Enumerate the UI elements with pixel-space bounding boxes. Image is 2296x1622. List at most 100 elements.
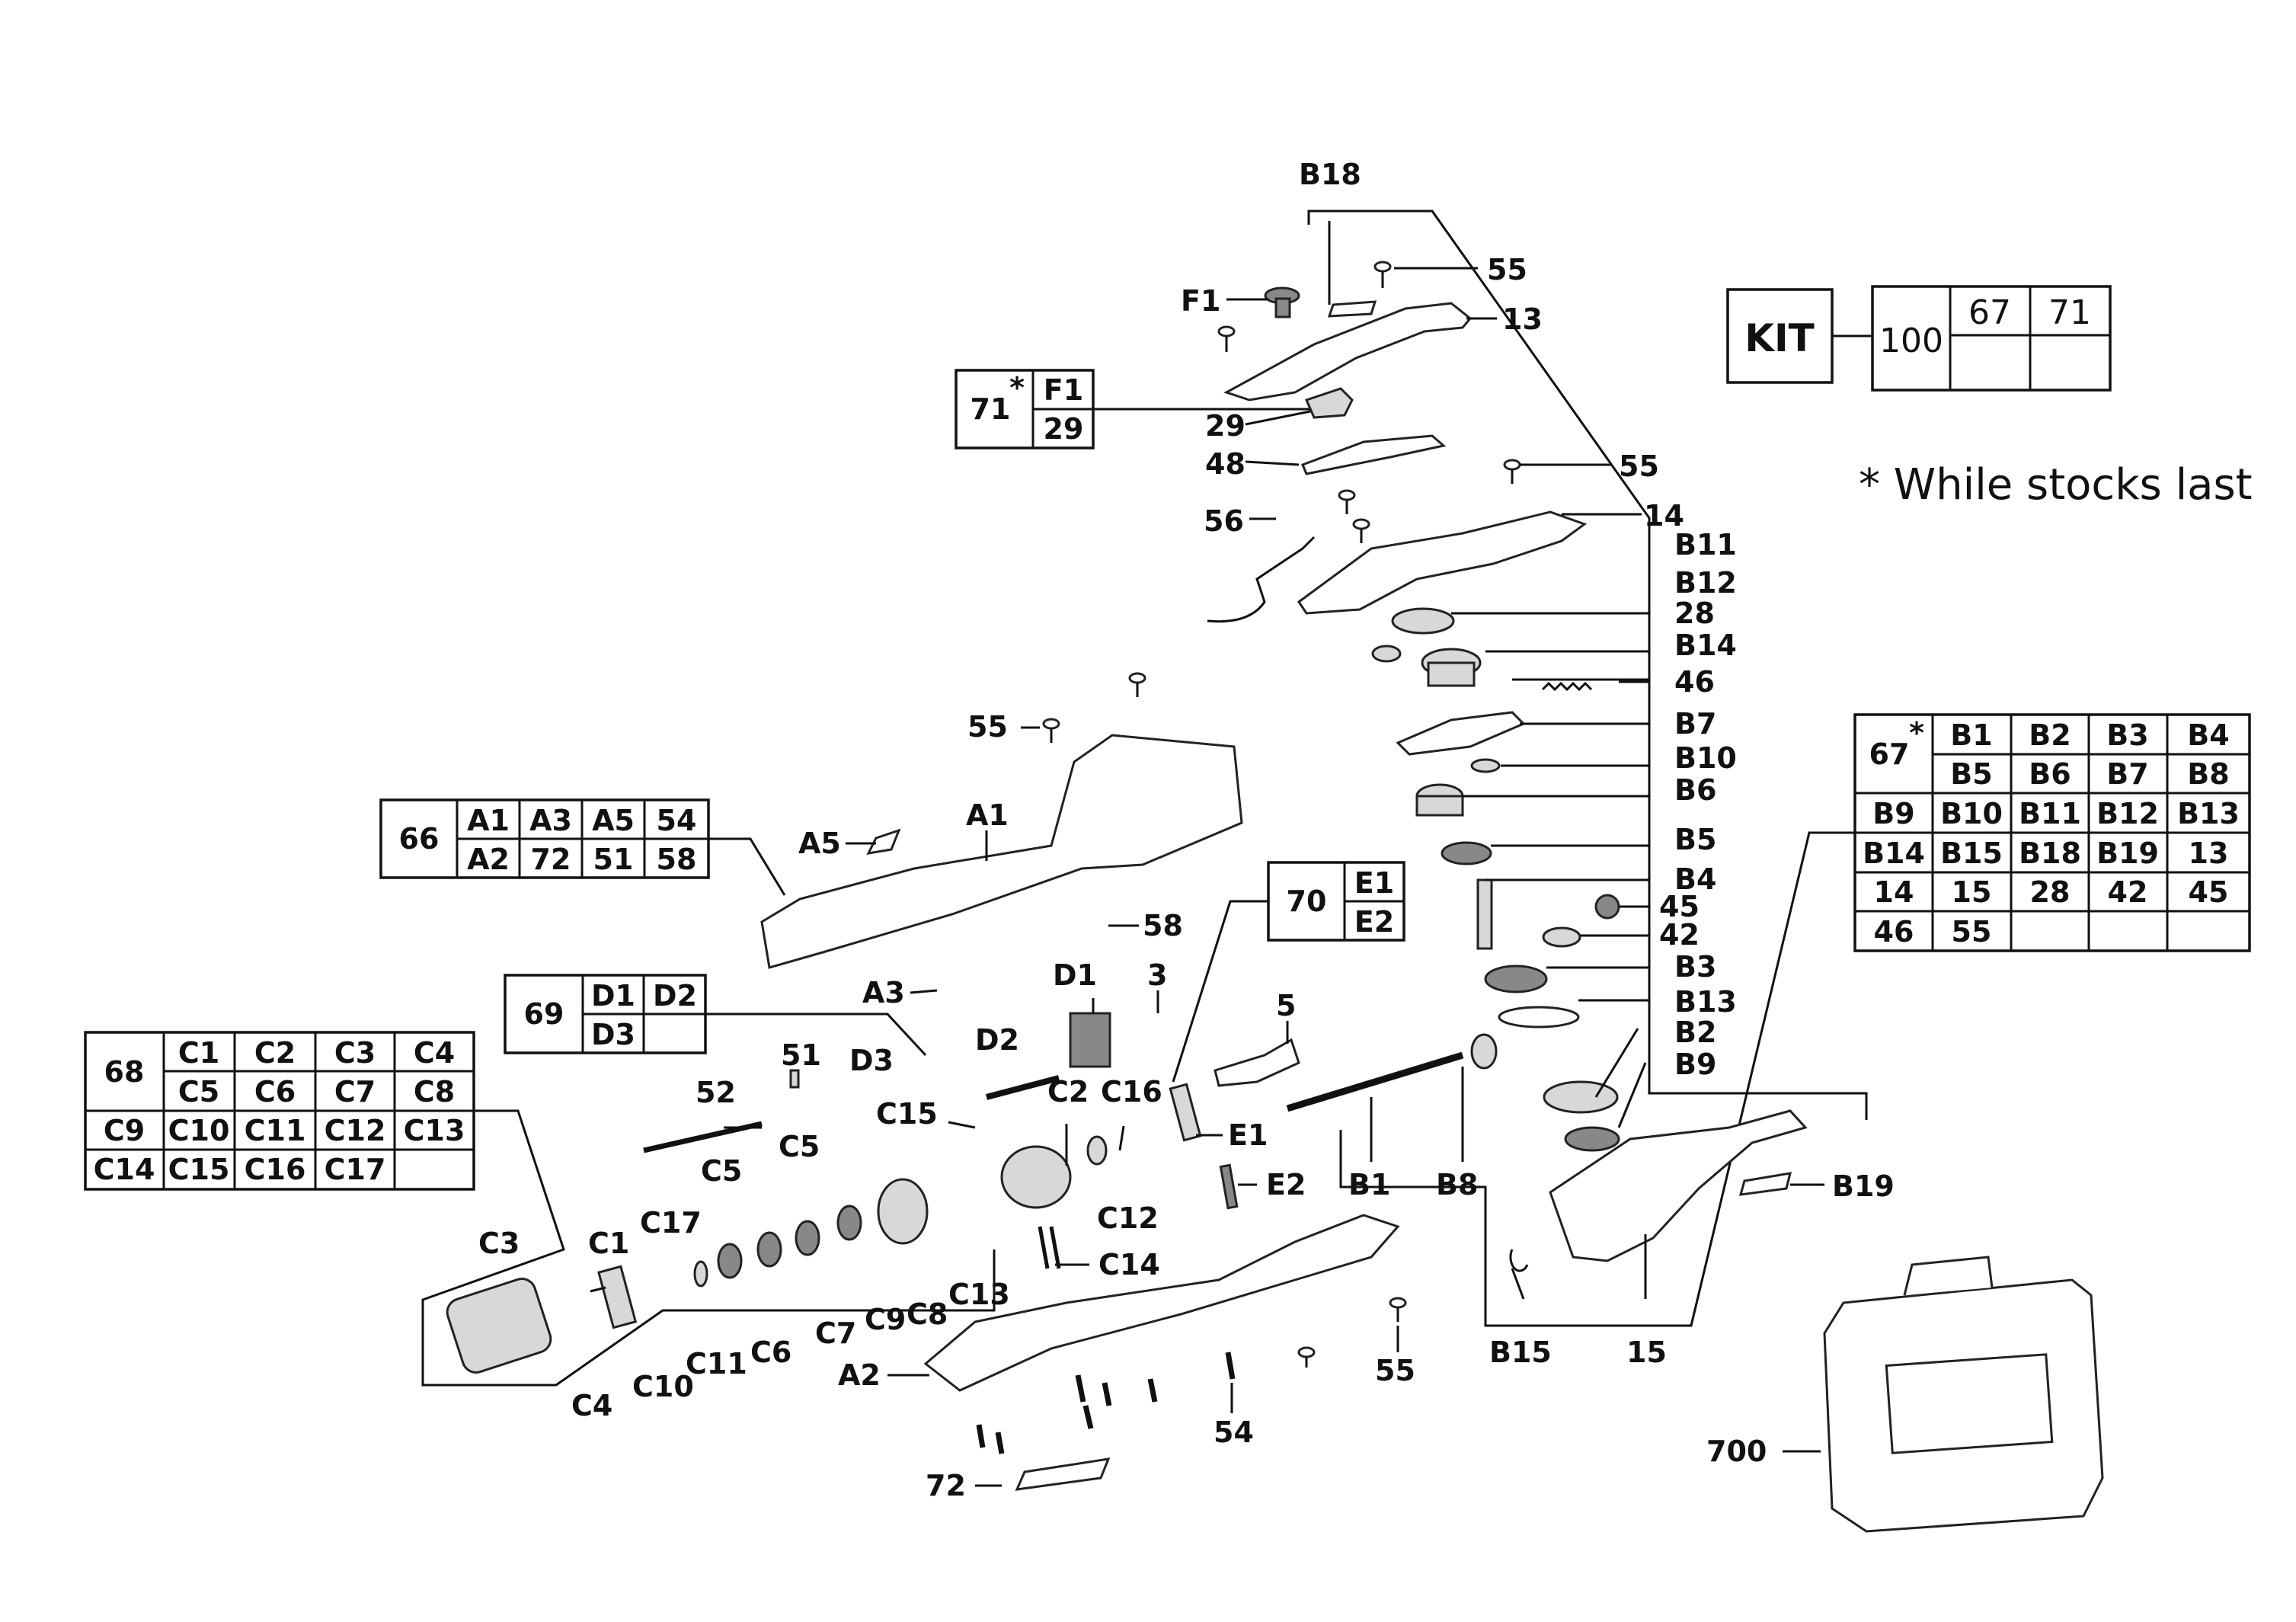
bearing-part (1371, 645, 1402, 663)
callout-label: C11 (686, 1347, 747, 1380)
table-cell: B13 (2177, 797, 2240, 830)
callout-label: C4 (571, 1389, 612, 1422)
kit-table-67: 67 * B1 B2 B3 B4 B5 B6 B7 B8 B9 B10 B11 … (1339, 713, 2251, 1327)
table-cell: C16 (245, 1153, 306, 1186)
stock-star: * (1009, 371, 1025, 405)
callout-label: C7 (815, 1316, 856, 1350)
table-cell: 14 (1874, 875, 1914, 909)
table-cell: A2 (467, 843, 510, 876)
gear-part (1415, 783, 1464, 817)
callout-label: 13 (1502, 302, 1543, 336)
callout-label: 55 (1487, 253, 1527, 286)
table-cell: B2 (2029, 718, 2071, 752)
pin-c14 (1049, 1226, 1061, 1269)
upper-cover (1223, 302, 1473, 402)
table-cell: E2 (1354, 905, 1394, 939)
table-cell: 51 (593, 843, 634, 876)
gear-housing-c2 (1000, 1145, 1072, 1209)
table-cell: C17 (325, 1153, 386, 1186)
table-id: 66 (399, 822, 440, 856)
table-id: 68 (104, 1055, 145, 1089)
bottom-housing (1549, 1109, 1808, 1262)
spring-part (1541, 681, 1593, 692)
callout-label: 5 (1276, 989, 1296, 1022)
table-cell: C14 (94, 1153, 155, 1186)
callout-label: B18 (1299, 158, 1361, 191)
callout-label: C9 (865, 1303, 906, 1336)
callout-label: 55 (967, 710, 1008, 744)
table-cell: C1 (178, 1036, 219, 1070)
table-cell: B4 (2187, 718, 2229, 752)
gear-part (795, 1220, 820, 1256)
kit-table-71: 71 * F1 29 (955, 369, 1310, 449)
table-cell: C15 (168, 1153, 230, 1186)
callout-label: 55 (1375, 1354, 1415, 1387)
callout-label: C5 (701, 1154, 742, 1188)
screw-part (1297, 1346, 1316, 1368)
table-cell: B8 (2187, 757, 2229, 791)
callout-label: C10 (632, 1370, 694, 1403)
lever-part (1214, 1038, 1300, 1087)
table-cell: 42 (2108, 875, 2148, 909)
pin-part (1542, 926, 1581, 948)
callout-label: F1 (1181, 284, 1220, 318)
callout-label: C14 (1098, 1248, 1160, 1281)
screw-part (1389, 1297, 1407, 1322)
gear-part (1441, 841, 1492, 865)
screw-part (1128, 672, 1146, 697)
table-cell: B14 (1863, 837, 1925, 870)
table-cell: C5 (178, 1075, 219, 1109)
table-cell: B11 (2019, 797, 2081, 830)
table-cell: B19 (2096, 837, 2159, 870)
table-cell: C13 (404, 1114, 465, 1147)
callout-label: B2 (1674, 1016, 1716, 1049)
table-cell: 46 (1874, 915, 1914, 949)
washer-part (1498, 1006, 1580, 1029)
kit-table-69: 69 D1 D2 D3 (504, 974, 927, 1057)
kit-label: KIT (1744, 316, 1814, 360)
screw-part (1373, 261, 1392, 288)
motor-part (446, 1278, 552, 1374)
callout-label: 14 (1644, 499, 1684, 533)
callout-label: B8 (1436, 1168, 1478, 1201)
callout-label: B10 (1674, 741, 1737, 775)
shaft-part (1476, 878, 1493, 950)
callout-label: B14 (1674, 629, 1737, 662)
callout-label: C5 (779, 1130, 820, 1163)
callout-label: A2 (838, 1358, 881, 1392)
callout-label: 3 (1147, 958, 1167, 992)
callout-label: C17 (640, 1206, 702, 1240)
callout-label: C15 (876, 1097, 938, 1131)
gear-part (717, 1243, 743, 1279)
callout-labels: B18 55 F1 13 29 48 55 56 14 B11 B12 28 B… (478, 158, 1895, 1502)
leader-lines (590, 221, 1824, 1487)
callout-label: 48 (1205, 447, 1246, 481)
table-cell: 29 (1044, 412, 1084, 446)
table-cell: B12 (2096, 797, 2159, 830)
table-cell: 72 (531, 843, 571, 876)
callout-label: C3 (478, 1227, 520, 1260)
kit-item: 100 (1879, 322, 1943, 360)
callout-label: B9 (1674, 1048, 1716, 1081)
plate-b7 (1396, 711, 1526, 756)
callout-label: C13 (948, 1278, 1010, 1311)
callout-label: C8 (907, 1297, 948, 1331)
kit-table-68: 68 C1 C2 C3 C4 C5 C6 C7 C8 C9 C10 C11 C1… (84, 1031, 996, 1387)
washer-part (1086, 1135, 1108, 1166)
callout-label: 55 (1619, 449, 1659, 483)
bearing-part (1391, 607, 1455, 635)
screw-part (1338, 489, 1356, 514)
table-cell: C11 (245, 1114, 306, 1147)
callout-label: B4 (1674, 862, 1716, 896)
table-cell: D3 (591, 1018, 635, 1051)
callout-label: C12 (1097, 1201, 1159, 1235)
table-cell: B15 (1940, 837, 2003, 870)
callout-label: B7 (1674, 707, 1716, 741)
table-cell: 15 (1952, 875, 1992, 909)
label-plate (1327, 300, 1377, 318)
label-72 (1015, 1457, 1111, 1491)
callout-label: B1 (1348, 1168, 1390, 1201)
pin-part (789, 1069, 800, 1089)
callout-label: D3 (849, 1044, 894, 1077)
